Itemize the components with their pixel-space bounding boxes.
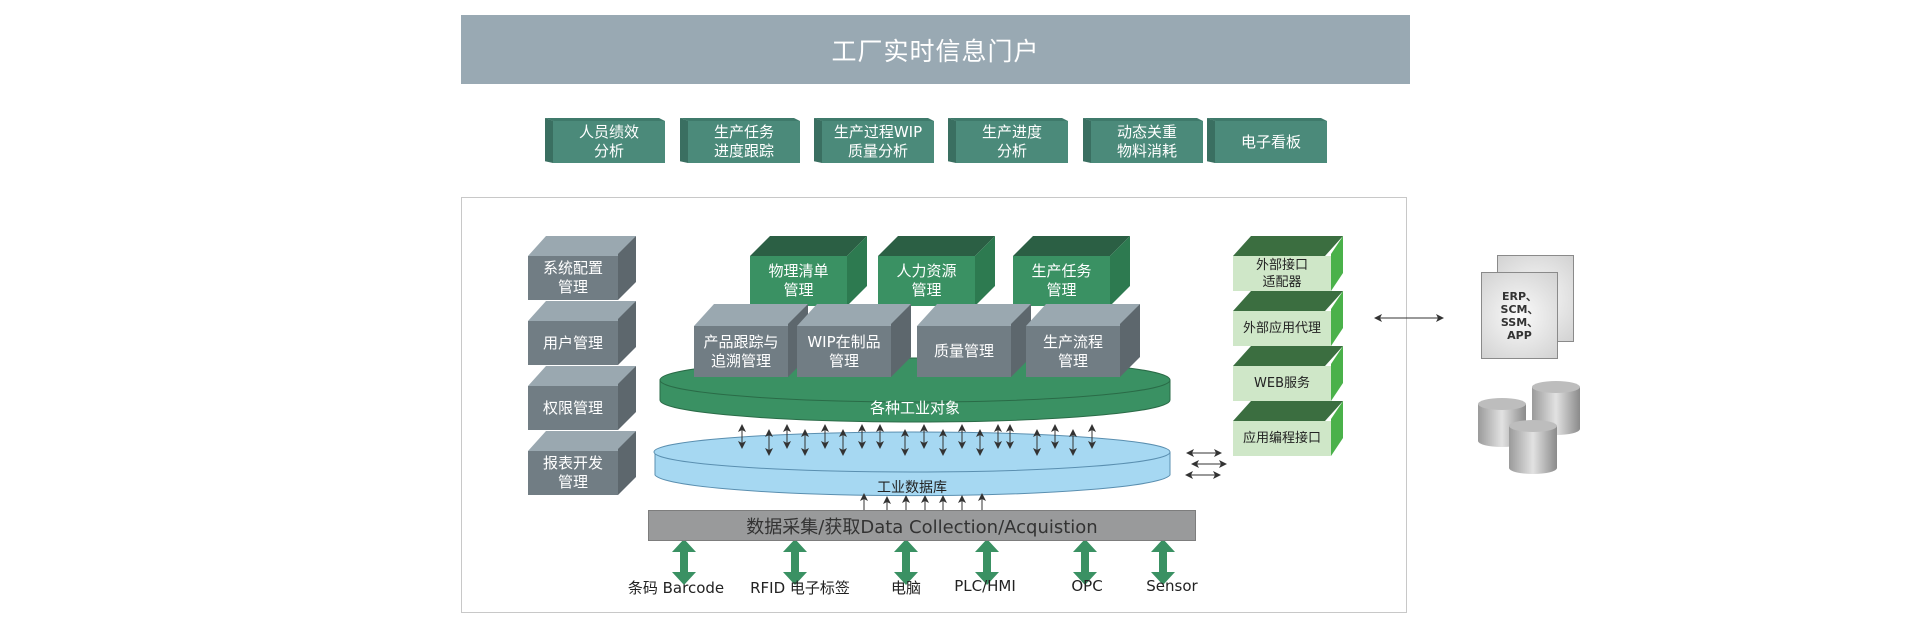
portal-title-bar: 工厂实时信息门户 <box>461 15 1410 84</box>
external-systems-label: ERP、 SCM、 SSM、 APP <box>1500 289 1539 342</box>
module-product-traceability[interactable]: 产品跟踪与 追溯管理 <box>694 304 808 377</box>
module-production-flow-management[interactable]: 生产流程 管理 <box>1026 304 1140 377</box>
object-db-arrows <box>738 424 1096 456</box>
data-collection-bar: 数据采集/获取Data Collection/Acquistion <box>648 510 1196 541</box>
module-bom-management[interactable]: 物理清单 管理 <box>750 236 867 306</box>
source-computer: 电脑 <box>890 579 922 597</box>
source-barcode: 条码 Barcode <box>627 579 725 597</box>
portal-card-wip-quality[interactable]: 生产过程WIP 质量分析 <box>814 118 934 163</box>
portal-card-task-progress[interactable]: 生产任务 进度跟踪 <box>680 118 800 163</box>
data-collection-label: 数据采集/获取Data Collection/Acquistion <box>746 516 1098 538</box>
module-hr-management[interactable]: 人力资源 管理 <box>878 236 995 306</box>
module-report-development[interactable]: 报表开发 管理 <box>528 431 636 495</box>
source-arrows <box>672 539 1175 585</box>
industrial-database-label: 工业数据库 <box>877 480 947 496</box>
source-sensor: Sensor <box>1146 577 1198 595</box>
portal-card-material-consumption[interactable]: 动态关重 物料消耗 <box>1083 118 1203 163</box>
module-production-task-management[interactable]: 生产任务 管理 <box>1013 236 1130 306</box>
source-plc-hmi: PLC/HMI <box>954 577 1016 595</box>
module-permission-management[interactable]: 权限管理 <box>528 366 636 430</box>
interface-api[interactable]: 应用编程接口 <box>1233 401 1343 456</box>
industrial-objects-label: 各种工业对象 <box>869 399 960 417</box>
interface-web-service[interactable]: WEB服务 <box>1233 346 1343 401</box>
collection-db-arrows <box>860 493 986 510</box>
portal-title: 工厂实时信息门户 <box>831 36 1040 66</box>
module-quality-management[interactable]: 质量管理 <box>917 304 1031 377</box>
db-interface-arrows <box>1185 449 1227 479</box>
source-rfid: RFID 电子标签 <box>750 579 850 597</box>
portal-card-staff-performance[interactable]: 人员绩效 分析 <box>545 118 665 163</box>
interface-external-adapter[interactable]: 外部接口 适配器 <box>1233 236 1343 291</box>
portal-card-e-kanban[interactable]: 电子看板 <box>1207 118 1327 163</box>
module-system-config[interactable]: 系统配置 管理 <box>528 236 636 300</box>
external-database-icon <box>1478 381 1580 474</box>
source-opc: OPC <box>1071 577 1103 595</box>
portal-card-production-progress[interactable]: 生产进度 分析 <box>948 118 1068 163</box>
module-user-management[interactable]: 用户管理 <box>528 301 636 365</box>
interface-external-app-proxy[interactable]: 外部应用代理 <box>1233 291 1343 346</box>
module-wip-management[interactable]: WIP在制品 管理 <box>797 304 911 377</box>
external-systems-card[interactable]: ERP、 SCM、 SSM、 APP <box>1481 272 1558 359</box>
